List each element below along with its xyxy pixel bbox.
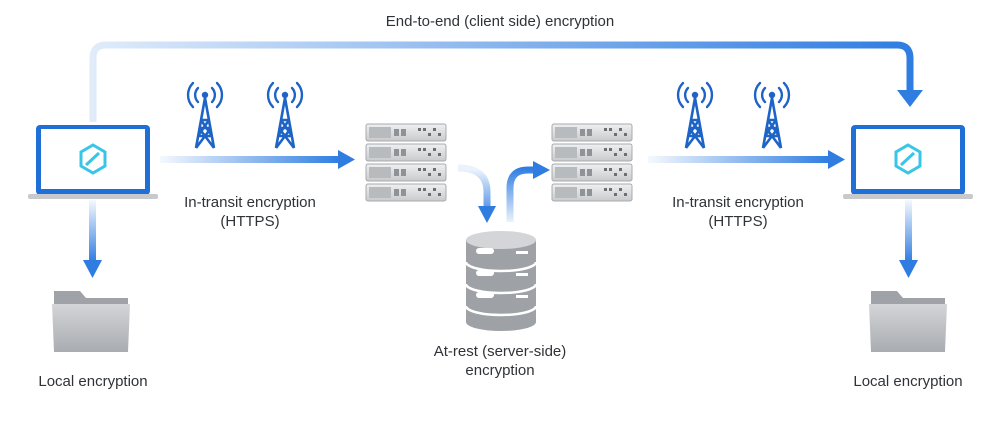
at-rest-line1: At-rest (server-side)	[433, 343, 567, 360]
in-transit-left-line2: (HTTPS)	[220, 213, 280, 230]
app-logo-icon	[894, 143, 922, 175]
right-laptop-icon	[843, 125, 973, 199]
database-icon	[464, 231, 538, 331]
to-database-arrow	[457, 164, 496, 223]
right-local-arrow	[899, 200, 918, 278]
left-local-arrow	[83, 200, 102, 278]
end-to-end-label: End-to-end (client side) encryption	[385, 13, 615, 30]
arrow-head-icon	[83, 260, 102, 278]
in-transit-right-line2: (HTTPS)	[708, 213, 768, 230]
right-folder-icon	[869, 291, 947, 352]
from-database-arrow	[506, 161, 550, 222]
arrow-head-icon	[533, 161, 550, 179]
at-rest-label: At-rest (server-side) encryption	[400, 342, 600, 380]
arrow-head-icon	[338, 150, 355, 169]
local-left-label: Local encryption	[38, 373, 148, 390]
app-logo-icon	[79, 143, 107, 175]
antenna-tower-icon	[676, 81, 714, 150]
arrow-head-icon	[897, 90, 923, 107]
arrow-head-icon	[899, 260, 918, 278]
in-transit-right-line1: In-transit encryption	[672, 194, 804, 211]
end-to-end-arrow	[89, 41, 923, 122]
left-laptop-icon	[28, 125, 158, 199]
antenna-tower-icon	[266, 81, 304, 150]
in-transit-left-label: In-transit encryption (HTTPS)	[160, 193, 340, 231]
arrow-head-icon	[828, 150, 845, 169]
local-right-label: Local encryption	[853, 373, 963, 390]
antenna-tower-icon	[186, 81, 224, 150]
left-in-transit-arrow	[160, 150, 355, 169]
right-server-rack-icon	[551, 123, 633, 202]
antenna-tower-icon	[753, 81, 791, 150]
left-server-rack-icon	[365, 123, 447, 202]
left-folder-icon	[52, 291, 130, 352]
right-in-transit-arrow	[648, 150, 845, 169]
arrow-head-icon	[478, 206, 496, 223]
in-transit-left-line1: In-transit encryption	[184, 194, 316, 211]
at-rest-line2: encryption	[465, 362, 535, 379]
in-transit-right-label: In-transit encryption (HTTPS)	[648, 193, 828, 231]
